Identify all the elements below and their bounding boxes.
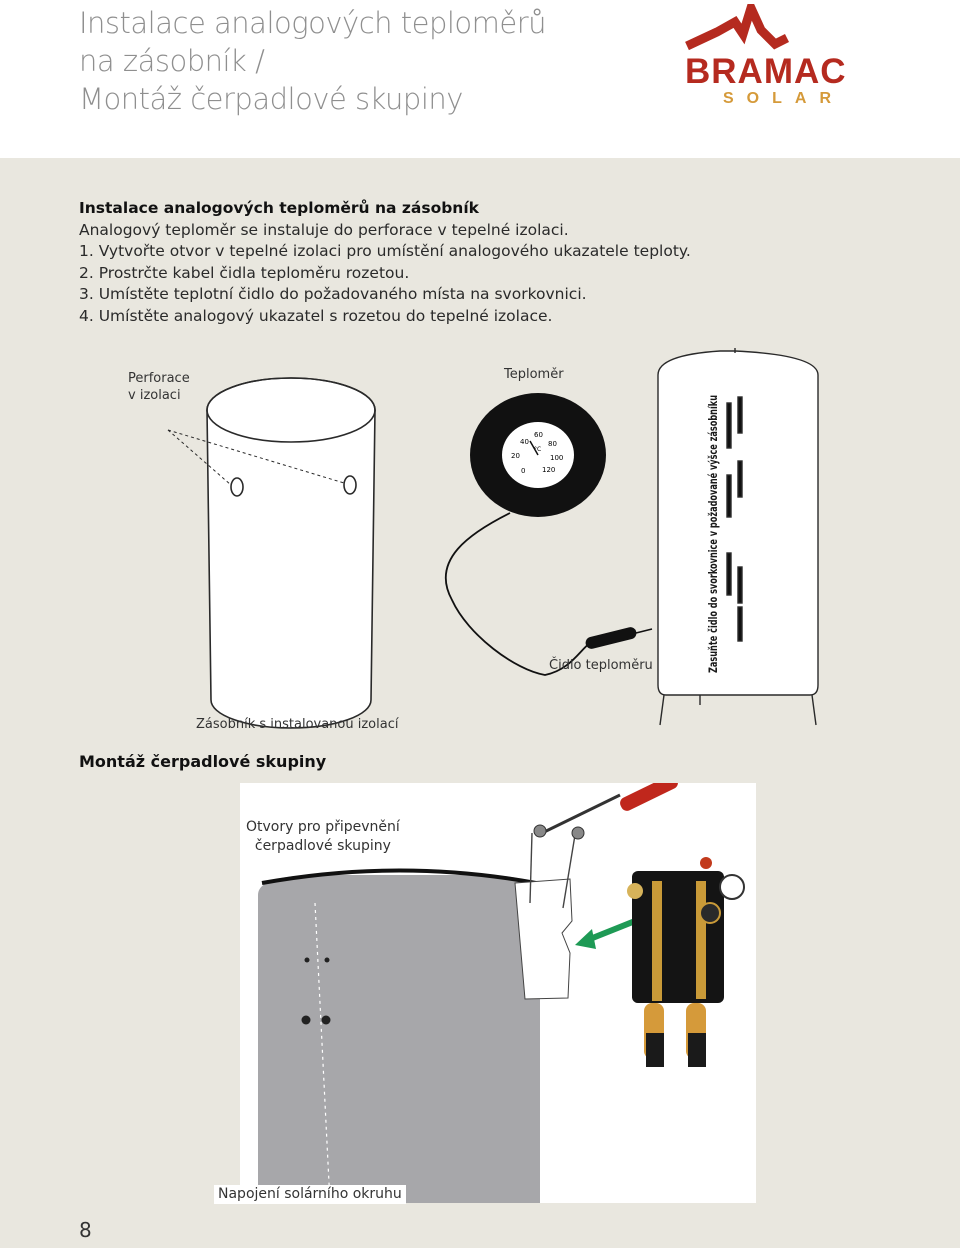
title-line-2: na zásobník / xyxy=(79,44,265,78)
pump-group xyxy=(627,857,745,1067)
holes-label-line-2: čerpadlové skupiny xyxy=(254,838,391,854)
step-1: 1. Vytvořte otvor v tepelné izolaci pro … xyxy=(79,242,691,260)
perforation-label-line-1: Perforace xyxy=(128,371,190,386)
logo-brand: BRAMAC xyxy=(685,52,847,91)
storage-tank-drawing xyxy=(657,348,819,726)
dial-unit: °C xyxy=(534,446,541,453)
roof-mark-icon xyxy=(685,4,790,51)
bramac-solar-logo: BRAMAC SOLAR xyxy=(683,4,883,114)
pump-group-illustration xyxy=(258,775,745,1204)
dial-num-40: 40 xyxy=(520,438,529,446)
title-line-3: Montáž čerpadlové skupiny xyxy=(79,82,463,116)
intro-text: Analogový teploměr se instaluje do perfo… xyxy=(79,220,569,239)
dial-num-80: 80 xyxy=(548,440,557,448)
mounting-holes-label: Otvory pro připevnění čerpadlové skupiny xyxy=(242,818,404,856)
insulated-tank-drawing xyxy=(167,377,376,729)
thermometer-figure: 0 20 40 60 80 100 120 °C Zasuňte čidlo d… xyxy=(167,348,819,729)
perforation-label-line-2: v izolaci xyxy=(128,388,181,403)
logo-sub: SOLAR xyxy=(723,90,844,107)
page-header: Instalace analogových teploměrů na zásob… xyxy=(0,0,960,158)
dial-num-0: 0 xyxy=(521,467,525,475)
green-arrow-icon xyxy=(575,916,642,949)
screwdriver-icon xyxy=(537,775,678,837)
mounting-bracket xyxy=(514,824,585,1000)
pump-group-heading: Montáž čerpadlové skupiny xyxy=(79,752,327,771)
thermometer-dial: 0 20 40 60 80 100 120 °C xyxy=(444,393,653,676)
installation-instructions: Instalace analogových teploměrů na zásob… xyxy=(79,198,839,327)
tank-caption: Zásobník s instalovanou izolací xyxy=(196,717,399,732)
perforation-label: Perforace v izolaci xyxy=(128,370,190,404)
step-2: 2. Prostrčte kabel čidla teploměru rozet… xyxy=(79,263,410,282)
section-heading: Instalace analogových teploměrů na zásob… xyxy=(79,199,479,217)
page-title: Instalace analogových teploměrů na zásob… xyxy=(79,4,547,118)
step-3: 3. Umístěte teplotní čidlo do požadované… xyxy=(79,285,587,303)
dial-num-100: 100 xyxy=(550,454,563,462)
dial-num-120: 120 xyxy=(542,466,555,474)
title-line-1: Instalace analogových teploměrů xyxy=(79,6,547,40)
page-number: 8 xyxy=(79,1218,92,1242)
holes-label-line-1: Otvory pro připevnění xyxy=(246,819,400,835)
thermometer-label: Teploměr xyxy=(504,367,564,382)
vertical-sensor-instruction: Zasuňte čidlo do svorkovnice v požadovan… xyxy=(706,395,720,673)
sensor-label: Čidlo teploměru xyxy=(549,658,653,673)
step-4: 4. Umístěte analogový ukazatel s rozetou… xyxy=(79,306,553,325)
solar-circuit-label: Napojení solárního okruhu xyxy=(214,1185,406,1204)
dial-num-20: 20 xyxy=(511,452,520,460)
dial-num-60: 60 xyxy=(534,431,543,439)
